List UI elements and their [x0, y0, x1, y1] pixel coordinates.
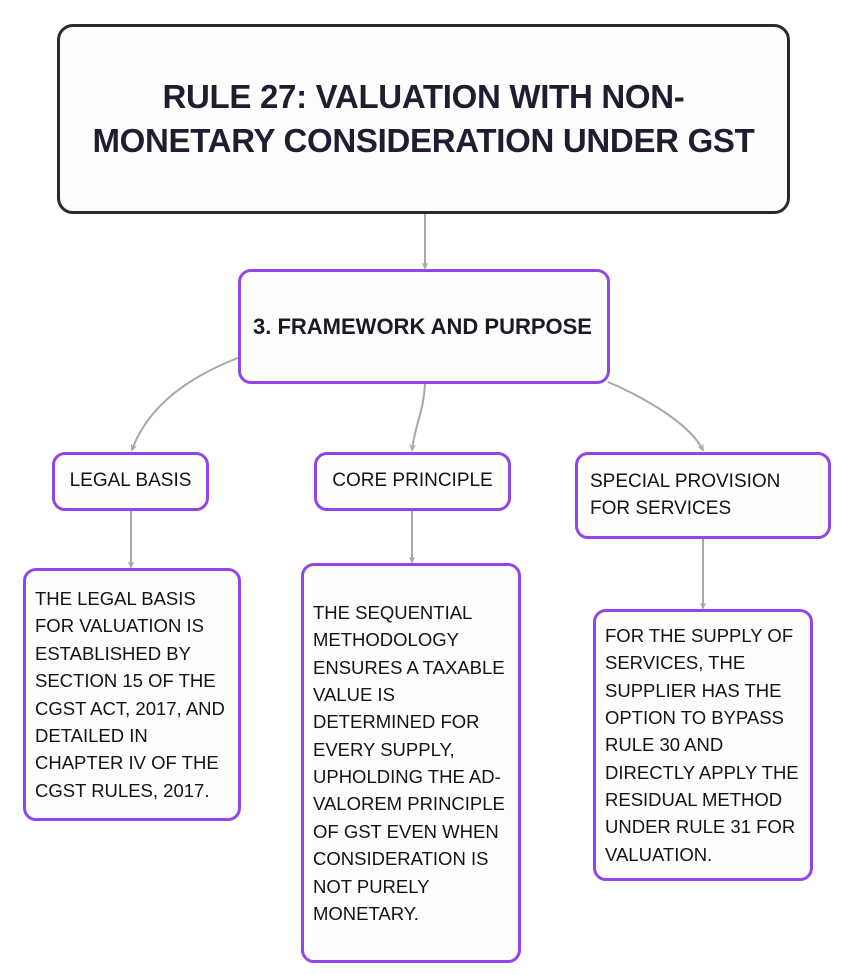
branch-detail-text: THE LEGAL BASIS FOR VALUATION IS ESTABLI…	[35, 588, 225, 801]
branch-detail-core-principle[interactable]: THE SEQUENTIAL METHODOLOGY ENSURES A TAX…	[301, 563, 521, 963]
branch-label-legal-basis[interactable]: LEGAL BASIS	[52, 452, 209, 511]
connector-section-to-legal-basis	[132, 355, 244, 450]
connector-section-to-special-provision	[607, 381, 703, 450]
section-title: 3. FRAMEWORK AND PURPOSE	[253, 313, 592, 339]
branch-detail-text: FOR THE SUPPLY OF SERVICES, THE SUPPLIER…	[605, 624, 799, 865]
branch-label-text: SPECIAL PROVISION FOR SERVICES	[590, 470, 781, 519]
branch-detail-text: THE SEQUENTIAL METHODOLOGY ENSURES A TAX…	[313, 601, 505, 924]
root-title: RULE 27: VALUATION WITH NON-MONETARY CON…	[92, 78, 755, 159]
branch-detail-special-provision-for-services[interactable]: FOR THE SUPPLY OF SERVICES, THE SUPPLIER…	[593, 609, 813, 881]
root-node[interactable]: RULE 27: VALUATION WITH NON-MONETARY CON…	[57, 24, 790, 214]
branch-label-special-provision-for-services[interactable]: SPECIAL PROVISION FOR SERVICES	[575, 452, 831, 539]
branch-label-core-principle[interactable]: CORE PRINCIPLE	[314, 452, 511, 511]
branch-label-text: LEGAL BASIS	[69, 470, 192, 492]
connector-section-to-core-principle	[412, 383, 426, 450]
branch-label-text: CORE PRINCIPLE	[332, 470, 493, 492]
branch-detail-legal-basis[interactable]: THE LEGAL BASIS FOR VALUATION IS ESTABLI…	[23, 568, 241, 821]
section-node-framework-and-purpose[interactable]: 3. FRAMEWORK AND PURPOSE	[238, 269, 610, 384]
